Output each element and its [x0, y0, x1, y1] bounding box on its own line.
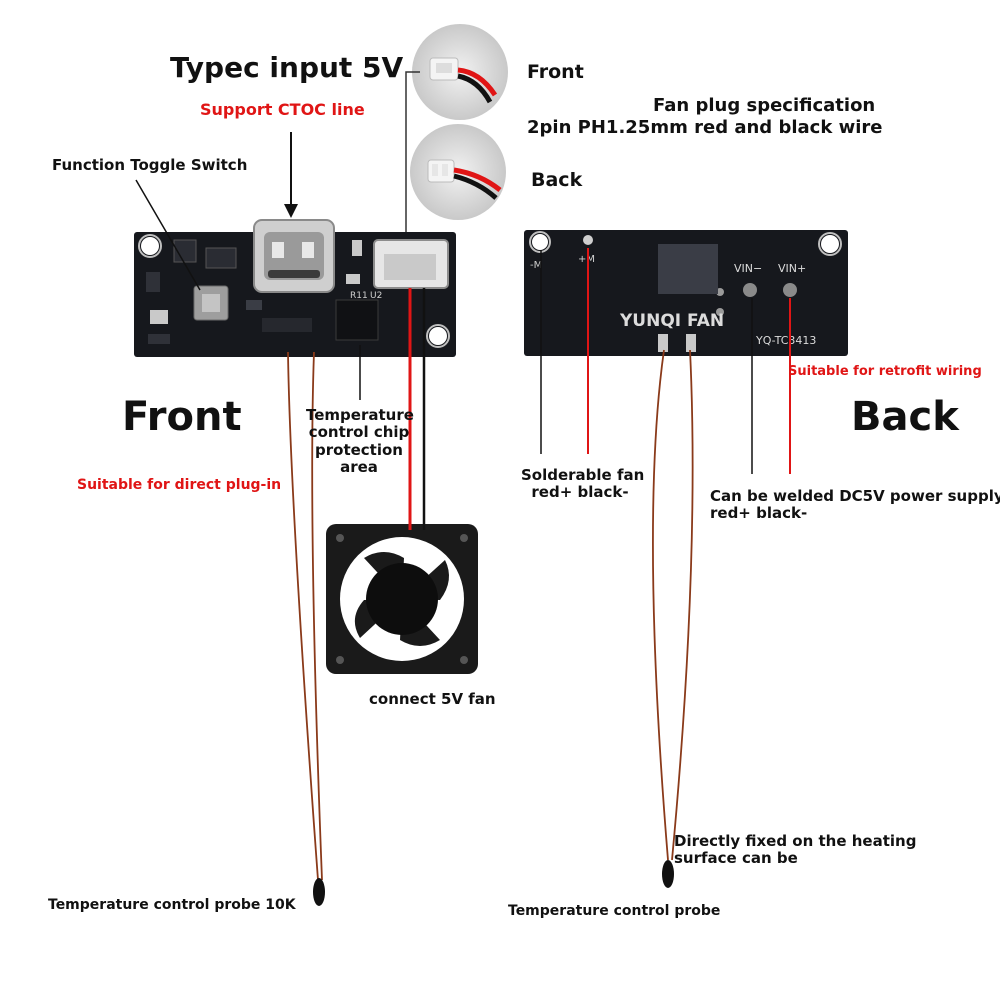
- suitable-direct-label: Suitable for direct plug-in: [77, 477, 282, 493]
- back-heading: Back: [851, 394, 959, 440]
- front-heading: Front: [122, 394, 242, 440]
- directly-fixed-line2: surface can be: [674, 849, 798, 868]
- silk-r11: R11: [350, 291, 368, 301]
- welded-power-line1: Can be welded DC5V power supply: [710, 487, 1000, 505]
- directly-fixed-label: Directly fixed on the heating surface ca…: [674, 832, 917, 868]
- front-pcb: R11 U2: [134, 219, 456, 357]
- temp-chip-line2: control chip: [308, 423, 410, 442]
- back-plug-photo: [410, 124, 506, 220]
- probe-label: Temperature control probe: [508, 903, 721, 919]
- vin-plus-label: VIN+: [778, 262, 806, 275]
- fan-5v: [326, 524, 478, 674]
- vin-minus-label: VIN−: [734, 262, 762, 275]
- pointer-lines: [135, 71, 791, 474]
- support-ctoc-label: Support CTOC line: [200, 100, 365, 119]
- board-logo: YUNQI FAN: [619, 311, 724, 331]
- wires: [287, 288, 694, 906]
- front-plug-photo: [412, 24, 508, 120]
- fan-plug-spec-line2: 2pin PH1.25mm red and black wire: [527, 117, 883, 138]
- temp-chip-line1: Temperature: [306, 406, 414, 424]
- board-model: YQ-TC3413: [755, 334, 816, 347]
- pad-plus-m-label: +M: [578, 254, 595, 265]
- function-toggle-label: Function Toggle Switch: [52, 156, 248, 174]
- temp-chip-line3: protection: [315, 440, 403, 459]
- solderable-fan-line1: Solderable fan: [521, 466, 645, 484]
- welded-power-line2: red+ black-: [710, 504, 808, 523]
- welded-power-label: Can be welded DC5V power supply red+ bla…: [710, 487, 1000, 523]
- probe-10k-label: Temperature control probe 10K: [48, 897, 296, 913]
- solderable-fan-line2: red+ black-: [531, 483, 629, 502]
- silk-u2: U2: [370, 291, 382, 301]
- solderable-fan-label: Solderable fan red+ black-: [521, 466, 645, 502]
- suitable-retrofit-label: Suitable for retrofit wiring: [788, 364, 982, 379]
- back-pcb: -M +M VIN− VIN+ YUNQI FAN YQ-TC3413: [524, 230, 848, 356]
- front-plug-label: Front: [527, 61, 584, 83]
- connect-fan-label: connect 5V fan: [369, 690, 496, 708]
- directly-fixed-line1: Directly fixed on the heating: [674, 832, 917, 850]
- temp-chip-line4: area: [340, 457, 378, 476]
- temp-chip-label: Temperature control chip protection area: [306, 406, 414, 476]
- typec-input-label: Typec input 5V: [170, 51, 404, 84]
- fan-plug-spec-line1: Fan plug specification: [653, 95, 876, 116]
- pad-minus-m-label: -M: [530, 260, 542, 271]
- back-plug-label: Back: [531, 169, 583, 191]
